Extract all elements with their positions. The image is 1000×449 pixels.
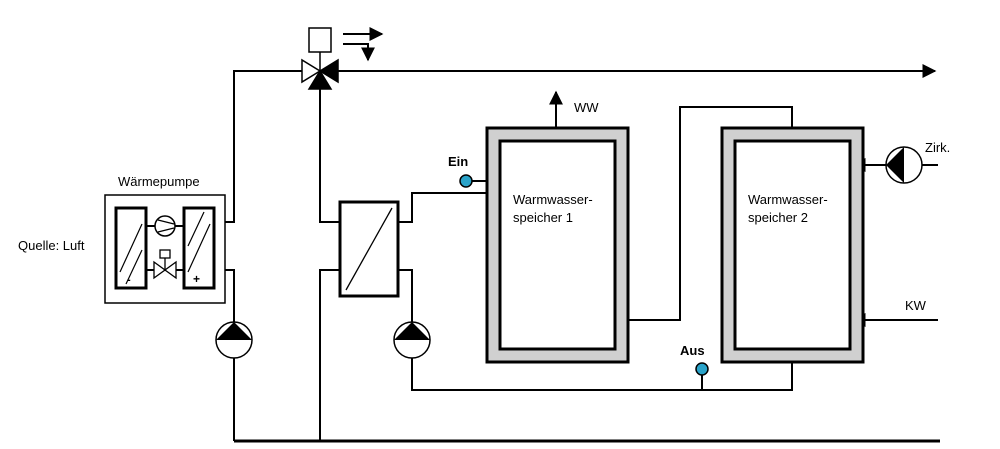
sensor-in-label: Ein: [448, 154, 468, 169]
hx-to-tank1-pipe: [398, 192, 500, 223]
temperature-sensor-icon: [695, 362, 709, 376]
plate-heat-exchanger-icon: [338, 200, 400, 298]
condenser-plus-sign: +: [193, 272, 200, 286]
flow-arrow-icon: [343, 27, 384, 62]
tank-2-label-line2: speicher 2: [748, 210, 808, 225]
temperature-sensor-icon: [459, 174, 473, 188]
heat-pump: Wärmepumpe - +: [104, 174, 226, 304]
hx-primary-return: [319, 269, 340, 441]
ww-label: WW: [574, 100, 599, 115]
hot-water-tank-1: Warmwasser- speicher 1: [485, 126, 630, 364]
tank-connection-pipe: [620, 106, 793, 321]
heat-pump-evaporator-icon: [114, 206, 148, 290]
circulation-pump-icon: [215, 321, 253, 359]
valve-branch-pipe: [319, 88, 340, 223]
valve-actuator-icon: [308, 27, 332, 71]
circulation-pump-icon: [885, 146, 923, 184]
three-way-valve-icon: [301, 58, 339, 90]
tank-2-label-line1: Warmwasser-: [748, 192, 828, 207]
secondary-bottom-loop: [411, 358, 793, 391]
tank-1-vessel: [498, 139, 617, 351]
cold-water-label: KW: [905, 298, 927, 313]
heat-pump-condenser-icon: [182, 206, 216, 290]
three-way-valve: [301, 27, 384, 90]
tank-2-vessel: [733, 139, 852, 351]
tank-1-label-line2: speicher 1: [513, 210, 573, 225]
hot-water-tank-2: Warmwasser- speicher 2: [720, 126, 865, 364]
compressor-icon: [154, 215, 176, 237]
hx-secondary-return: [398, 269, 413, 322]
source-label: Quelle: Luft: [18, 238, 85, 253]
evaporator-minus-sign: -: [127, 274, 131, 286]
heat-pump-label: Wärmepumpe: [118, 174, 200, 189]
circulation-label: Zirk.: [925, 140, 950, 155]
expansion-valve-icon: [153, 249, 177, 280]
tank-1-label-line1: Warmwasser-: [513, 192, 593, 207]
circulation-pump-icon: [393, 321, 431, 359]
sensor-out-label: Aus: [680, 343, 705, 358]
